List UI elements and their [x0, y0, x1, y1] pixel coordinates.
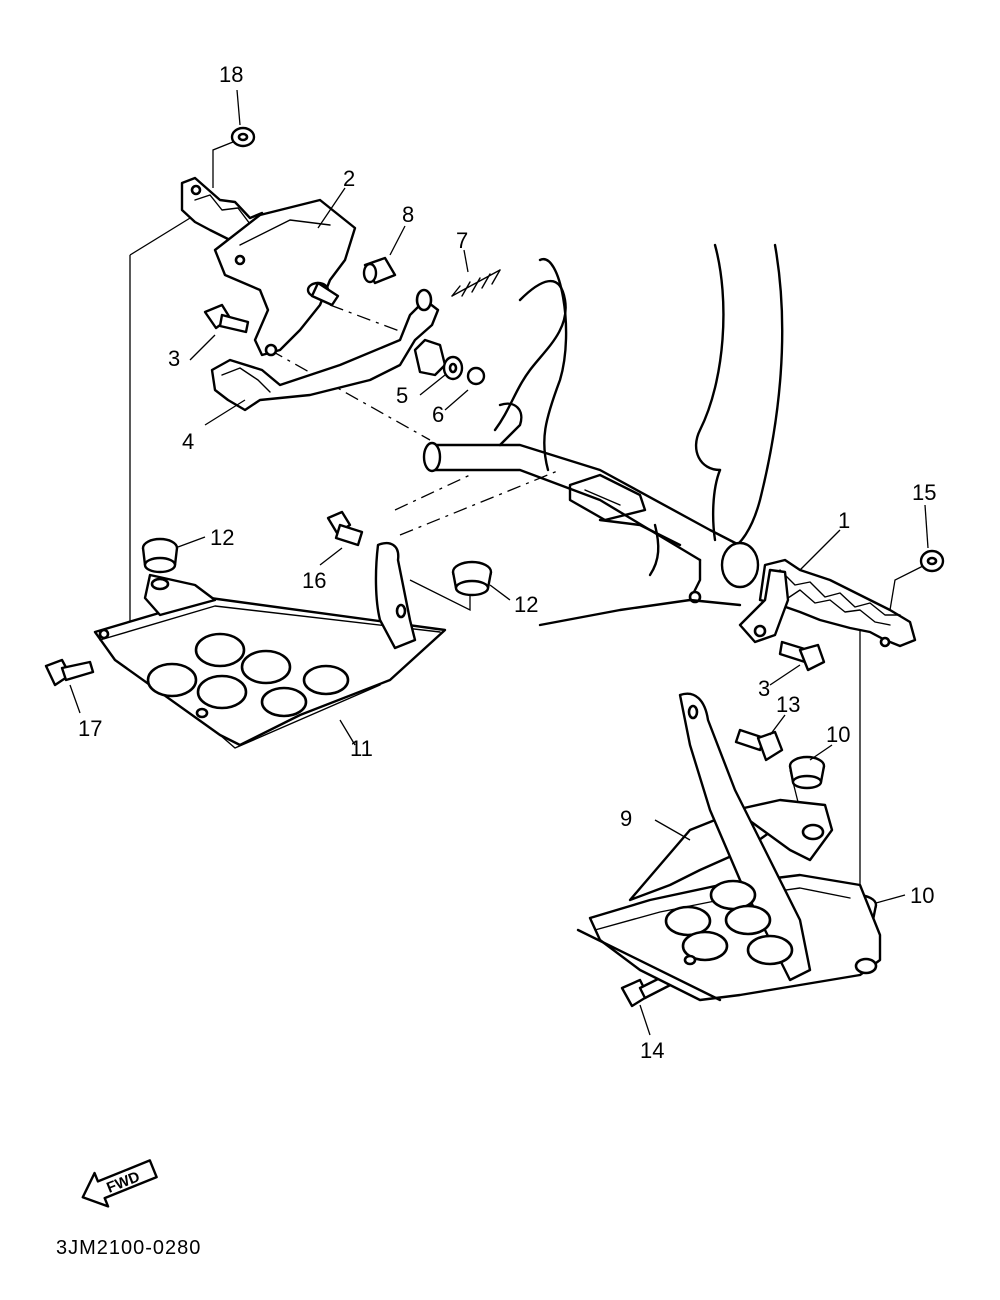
- callout-9: 9: [620, 806, 632, 831]
- fasteners: [44, 126, 945, 1008]
- callout-18: 18: [219, 62, 243, 87]
- callout-10-lower: 10: [910, 883, 934, 908]
- callout-3-lower: 3: [758, 676, 770, 701]
- callout-4: 4: [182, 429, 194, 454]
- callout-8: 8: [402, 202, 414, 227]
- callout-leaders: [69, 89, 929, 1036]
- forward-direction-arrow: FWD: [81, 1159, 158, 1208]
- callout-numbers: 18 2 8 7 3 5 6 4 12 16 12 1 15 3 17 11 1…: [78, 62, 936, 1063]
- frame-outline: [422, 243, 784, 627]
- callout-17: 17: [78, 716, 102, 741]
- right-guard-plate: [576, 692, 882, 1002]
- callout-16: 16: [302, 568, 326, 593]
- callout-12-right: 12: [514, 592, 538, 617]
- callout-11: 11: [350, 736, 373, 761]
- callout-6: 6: [432, 402, 444, 427]
- callout-14: 14: [640, 1038, 664, 1063]
- callout-3-upper: 3: [168, 346, 180, 371]
- callout-15: 15: [912, 480, 936, 505]
- callout-10-upper: 10: [826, 722, 850, 747]
- left-footrest-bracket: [180, 176, 357, 357]
- callout-2: 2: [343, 166, 355, 191]
- diagram-code: 3JM2100-0280: [56, 1237, 201, 1259]
- callout-7: 7: [456, 228, 468, 253]
- callout-1: 1: [838, 508, 850, 533]
- left-guard-plate: [93, 541, 447, 749]
- brake-pedal: [210, 288, 447, 412]
- callout-12-left: 12: [210, 525, 234, 550]
- right-footrest: [738, 558, 917, 648]
- callout-13: 13: [776, 692, 800, 717]
- callout-5: 5: [396, 383, 408, 408]
- fwd-label: FWD: [104, 1168, 142, 1197]
